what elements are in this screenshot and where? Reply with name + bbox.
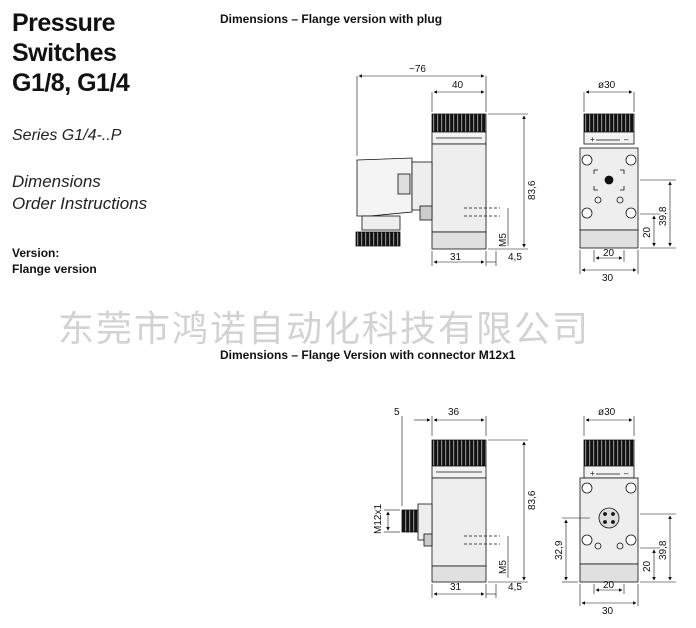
svg-text:–: – — [624, 469, 629, 478]
dim-offset2: 4,5 — [508, 582, 522, 593]
dim-v20-2: 20 — [642, 560, 653, 572]
svg-text:–: – — [624, 135, 629, 144]
dim-offset: 4,5 — [508, 252, 522, 263]
watermark: 东莞市鸿诺自动化科技有限公司 — [58, 309, 591, 350]
front-view-plug: + – — [579, 113, 639, 249]
side-view-m12-dims — [384, 416, 528, 598]
dim-w30: 30 — [602, 273, 614, 284]
subtitle: Dimensions Order Instructions — [12, 172, 148, 213]
front-view-m12: + – — [579, 439, 639, 583]
version-info: Version: Flange version — [12, 246, 97, 276]
dim-h2-2: 39,8 — [658, 540, 669, 560]
dim-body: 40 — [452, 80, 464, 91]
dim-height2: 83,6 — [527, 490, 538, 510]
dim-base: 31 — [450, 252, 462, 263]
dim-base2: 31 — [450, 582, 462, 593]
page-title: Pressure Switches G1/8, G1/4 — [12, 9, 130, 97]
side-view-plug-dims — [356, 74, 528, 266]
dim-v329: 32,9 — [554, 540, 565, 560]
side-view-m12 — [401, 439, 500, 583]
svg-text:+: + — [590, 135, 595, 144]
dim-v20: 20 — [642, 226, 653, 238]
dim-five: 5 — [394, 407, 400, 418]
dim-m5: M5 — [498, 233, 509, 247]
dim-m12: M12x1 — [373, 504, 384, 534]
dim-body2: 36 — [448, 407, 460, 418]
series-label: Series G1/4-..P — [12, 127, 122, 144]
front-view-m12-dims — [562, 416, 676, 606]
dim-overall: ~76 — [409, 64, 426, 75]
dim-m5-2: M5 — [498, 560, 509, 574]
section2-title: Dimensions – Flange Version with connect… — [220, 348, 516, 362]
section1-title: Dimensions – Flange version with plug — [220, 12, 443, 26]
dim-dia2: ø30 — [598, 407, 616, 418]
dim-h2: 39,8 — [658, 206, 669, 226]
dim-w20: 20 — [603, 248, 615, 259]
side-view-plug — [355, 113, 500, 250]
dim-w30-2: 30 — [602, 606, 614, 617]
svg-text:+: + — [590, 469, 595, 478]
dim-w20-2: 20 — [603, 580, 615, 591]
dim-dia: ø30 — [598, 80, 616, 91]
front-view-plug-dims — [579, 90, 676, 274]
dim-height: 83,6 — [527, 180, 538, 200]
